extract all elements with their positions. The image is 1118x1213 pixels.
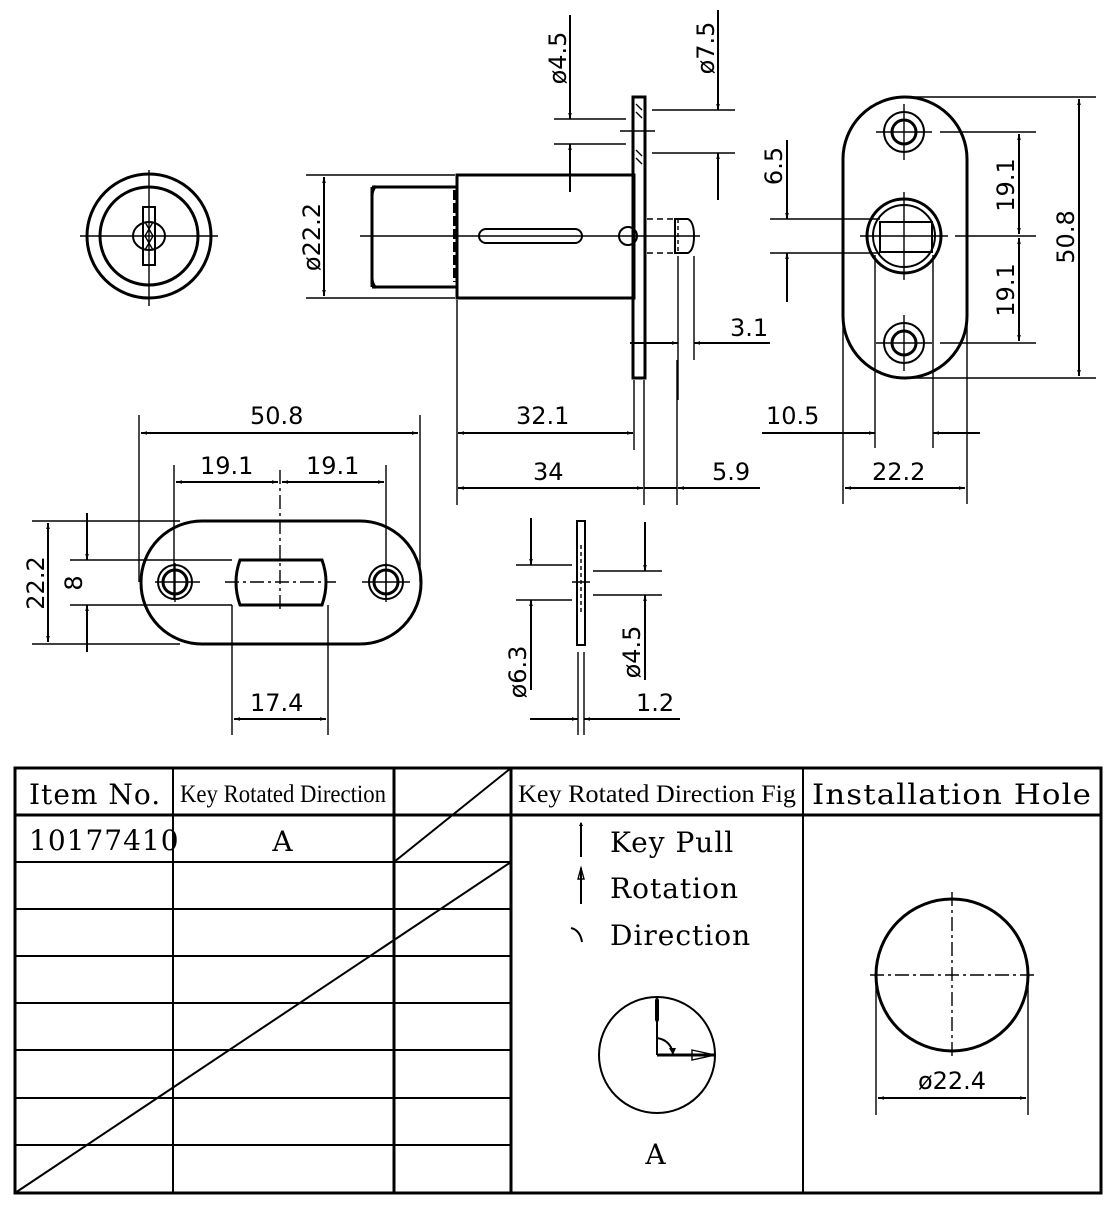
end-view-dimensions: 6.5 19.1 19.1 50.8 10.5 22.2 bbox=[760, 96, 1096, 504]
dim-plate-height: 50.8 bbox=[1052, 210, 1080, 263]
dim-bolt-length: 5.9 bbox=[712, 458, 750, 486]
side-view-dimensions: ø22.2 ø4.5 ø7.5 3.1 32.1 34 5.9 bbox=[298, 10, 770, 505]
dim-plate-length: 50.8 bbox=[250, 402, 303, 430]
header-item-no: Item No. bbox=[29, 778, 161, 811]
header-key-rotated-direction-fig: Key Rotated Direction Fig bbox=[518, 781, 797, 808]
spec-table bbox=[13, 766, 1103, 1195]
legend-key-pull: Key Pull bbox=[610, 826, 734, 859]
plate-view bbox=[139, 470, 423, 646]
dim-body-diameter: ø22.2 bbox=[298, 203, 326, 271]
row-direction: A bbox=[271, 825, 293, 858]
dim-plate-width-side: 22.2 bbox=[22, 556, 50, 609]
dim-hole-small-diameter: ø4.5 bbox=[544, 32, 572, 85]
dim-counterbore: ø6.3 bbox=[504, 646, 532, 699]
dim-installation-hole: ø22.4 bbox=[918, 1067, 986, 1095]
dim-slot-length: 17.4 bbox=[250, 689, 303, 717]
dim-hole-spacing-right: 19.1 bbox=[306, 452, 359, 480]
direction-icon bbox=[570, 927, 583, 943]
side-view bbox=[360, 95, 700, 380]
installation-hole-figure bbox=[870, 892, 1034, 1115]
dim-bolt-width: 10.5 bbox=[766, 402, 819, 430]
end-view bbox=[841, 95, 969, 380]
plate-view-dimensions: 50.8 19.1 19.1 22.2 8 17.4 bbox=[22, 402, 421, 735]
dim-bolt-projection: 3.1 bbox=[730, 314, 768, 342]
rotation-icon bbox=[577, 865, 585, 904]
plate-section-dimensions: ø6.3 ø4.5 1.2 bbox=[504, 518, 680, 721]
legend-rotation: Rotation bbox=[610, 872, 739, 905]
legend-direction: Direction bbox=[610, 919, 751, 952]
dim-plate-thickness: 1.2 bbox=[636, 689, 674, 717]
key-pull-icon bbox=[579, 822, 583, 857]
dim-plate-width: 22.2 bbox=[872, 458, 925, 486]
header-installation-hole: Installation Hole bbox=[812, 778, 1092, 811]
header-key-rotated-direction: Key Rotated Direction bbox=[180, 781, 386, 808]
dim-hole-spacing-bottom: 19.1 bbox=[992, 263, 1020, 316]
figure-label: A bbox=[644, 1138, 666, 1171]
dim-body-length: 32.1 bbox=[516, 402, 569, 430]
dim-bolt-offset: 6.5 bbox=[760, 147, 788, 185]
rotation-direction-figure bbox=[598, 996, 716, 1114]
key-face-view bbox=[80, 170, 218, 306]
plate-section-view bbox=[572, 520, 590, 735]
row-item-no: 10177410 bbox=[29, 824, 180, 857]
dim-hole-large-diameter: ø7.5 bbox=[692, 22, 720, 75]
dim-section-hole: ø4.5 bbox=[618, 626, 646, 679]
legend: Key Pull Rotation Direction bbox=[570, 822, 751, 952]
dim-hole-spacing-left: 19.1 bbox=[200, 452, 253, 480]
dim-slot-height: 8 bbox=[60, 575, 88, 590]
dim-overall-length: 34 bbox=[533, 458, 564, 486]
dim-hole-spacing-top: 19.1 bbox=[992, 158, 1020, 211]
